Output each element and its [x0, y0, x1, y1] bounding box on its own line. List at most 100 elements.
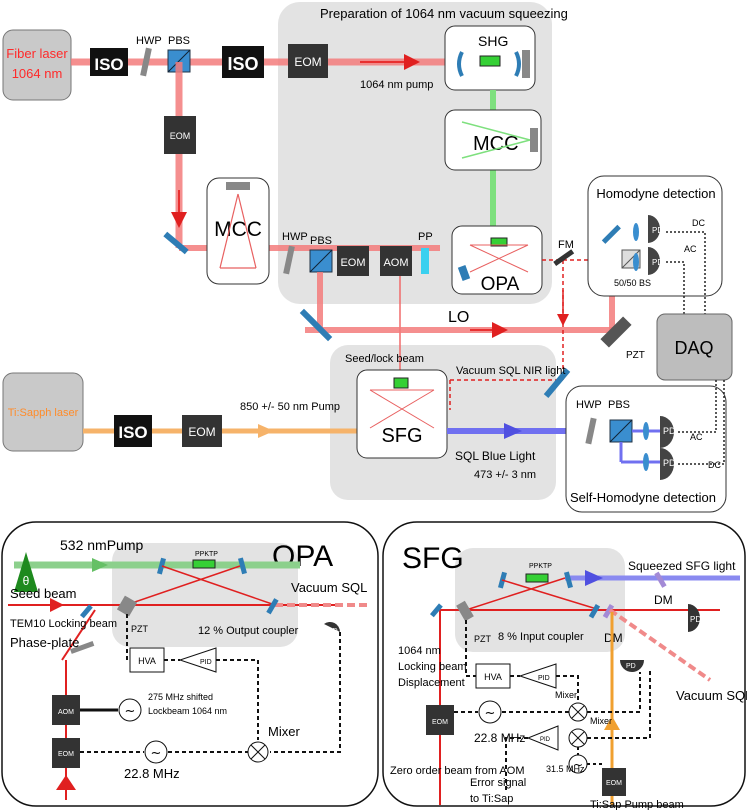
daq-label: DAQ — [674, 338, 713, 358]
dc-bottom: DC — [708, 460, 721, 470]
fiber-laser-label: Fiber laser — [6, 46, 68, 61]
opa-pzt-label: PZT — [131, 624, 149, 634]
eom-mid-label: EOM — [340, 257, 365, 269]
blue-nm-label: 473 +/- 3 nm — [474, 469, 536, 481]
seed-lock-label: Seed/lock beam — [345, 353, 424, 365]
mirror-vacuum — [543, 368, 571, 398]
sfg-freq-b: 31.5 MHz — [546, 764, 585, 774]
sfg-pd-1: PD — [690, 615, 701, 624]
eom-mid — [337, 246, 369, 276]
mirror-left — [163, 231, 189, 255]
selfhomodyne-title: Self-Homodyne detection — [570, 490, 716, 505]
opa-eom — [52, 738, 80, 768]
iso-2-label: ISO — [227, 54, 258, 74]
daq-box[interactable] — [656, 313, 733, 381]
ac-top: AC — [684, 244, 697, 254]
sfg-squeezed-label: Squeezed SFG light — [628, 559, 736, 573]
preparation-title: Preparation of 1064 nm vacuum squeezing — [320, 6, 568, 21]
opa-freq-label: 22.8 MHz — [124, 766, 180, 781]
ac-bottom: AC — [690, 432, 703, 442]
opa-phaseplate-label: Phase-plate — [10, 635, 79, 650]
sfg-top-box — [356, 369, 448, 459]
opa-pump-label: 532 nmPump — [60, 537, 143, 553]
sfg-eom-lock-label: EOM — [432, 719, 448, 726]
homodyne-title: Homodyne detection — [596, 186, 715, 201]
pd-self-2: PD — [663, 458, 676, 468]
opa-seed-label: Seed beam — [10, 586, 77, 601]
sfg-lock-b: Locking beam — [398, 661, 467, 673]
eom-prep — [288, 44, 328, 78]
opa-ppktp-label: PPKTP — [195, 551, 218, 558]
sfg-eom-pump — [602, 768, 626, 796]
sfg-pid-label-1: PID — [538, 675, 550, 682]
opa-vacuum-label: Vacuum SQL — [291, 580, 367, 595]
shg-pzt — [522, 50, 530, 78]
opa-hva-label: HVA — [138, 656, 156, 666]
opa-tem10-label: TEM10 Locking beam — [10, 618, 117, 630]
sfg-pzt: PZT — [474, 634, 492, 644]
fiber-laser-wavelength: 1064 nm — [12, 66, 63, 81]
opa-coupler-label: 12 % Output coupler — [198, 625, 299, 637]
opa-shift-b: Lockbeam 1064 nm — [148, 706, 227, 716]
sfg-mixer-2: Mixer — [590, 716, 612, 726]
opa-eom-label: EOM — [58, 751, 74, 758]
sfg-ppktp: PPKTP — [529, 563, 552, 570]
hwp-1-label: HWP — [136, 35, 162, 47]
pbs-1-label: PBS — [168, 35, 190, 47]
self-homodyne-box — [565, 385, 727, 513]
eom-left — [164, 116, 196, 154]
sfg-top-label: SFG — [381, 425, 422, 447]
sfg-panel-title: SFG — [402, 542, 464, 575]
hwp-2-label: HWP — [282, 231, 308, 243]
opa-pd: PD — [328, 628, 338, 635]
mirror-lo — [299, 308, 333, 342]
tisapph-laser-box[interactable] — [2, 372, 84, 452]
pzt-mirror — [600, 316, 632, 348]
eom-tisapph — [182, 415, 222, 447]
mcc-left-pzt — [226, 182, 250, 190]
fm-label: FM — [558, 239, 574, 251]
sfg-hva-label: HVA — [484, 672, 502, 682]
sfg-cavity-region — [455, 548, 625, 652]
pbs-2-label: PBS — [310, 235, 332, 247]
pd-hom-1: PD — [652, 226, 663, 235]
eom-prep-label: EOM — [294, 55, 321, 69]
sfg-pd-2: PD — [626, 663, 636, 670]
phase-symbol: θ — [23, 574, 30, 588]
sfg-pid-label-2: PID — [540, 737, 551, 743]
shg-label: SHG — [478, 33, 508, 49]
mcc-right-box — [444, 109, 542, 171]
iso-3-label: ISO — [118, 423, 147, 442]
opa-top-label: OPA — [481, 274, 520, 295]
iso-1 — [90, 48, 128, 76]
sfg-vacuum-label: Vacuum SQL — [676, 688, 747, 703]
sfg-mixer-1: Mixer — [555, 690, 577, 700]
sfg-eom-lock — [426, 705, 454, 735]
mcc-right-label: MCC — [473, 133, 519, 155]
iso-1-label: ISO — [94, 55, 123, 74]
sql-blue-label: SQL Blue Light — [455, 449, 536, 463]
iso-3 — [114, 415, 152, 447]
sfg-osc-1: ~ — [485, 706, 496, 721]
shg-crystal — [479, 55, 501, 67]
pbs-3-label: PBS — [608, 399, 630, 411]
opa-shift-a: 275 MHz shifted — [148, 692, 213, 702]
sfg-dm-1: DM — [654, 593, 673, 607]
sfg-eom-pump-label: EOM — [606, 780, 622, 787]
pbs-1-diag — [167, 49, 191, 73]
pd-self-1: PD — [663, 426, 676, 436]
opa-aom-label: AOM — [58, 709, 74, 716]
aom-mid-label: AOM — [383, 257, 408, 269]
sfg-lock-a: 1064 nm — [398, 645, 441, 657]
fiber-laser-box[interactable] — [2, 29, 72, 101]
sfg-zero-order: Zero order beam from AOM — [390, 765, 525, 777]
sfg-pump-beam: Ti:Sap Pump beam — [590, 799, 684, 810]
opa-hva — [129, 647, 165, 673]
pd-hom-2: PD — [652, 258, 663, 267]
lo-label: LO — [448, 309, 469, 326]
eom-left-label: EOM — [170, 131, 191, 141]
opa-ppktp — [192, 559, 216, 569]
opa-rf-symbol: ~ — [125, 704, 136, 719]
sfg-osc-2: ~ — [573, 758, 583, 772]
mcc-left-label: MCC — [214, 218, 262, 241]
